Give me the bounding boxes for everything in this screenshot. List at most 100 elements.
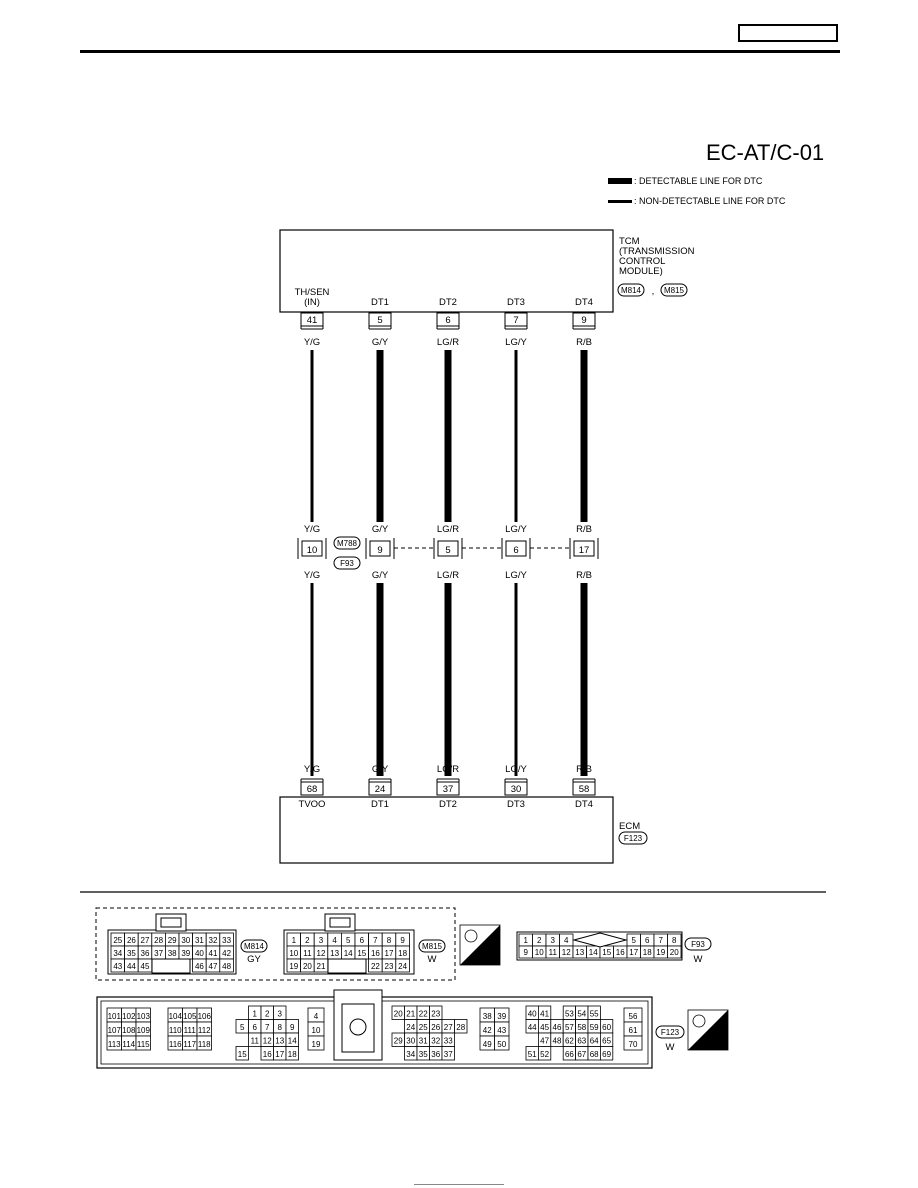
legend-non-detectable: : NON-DETECTABLE LINE FOR DTC: [608, 196, 785, 206]
m814-m815-frame: [95, 907, 456, 981]
f93-connector-label: F93: [691, 940, 705, 949]
f93-pin-cell-number: 5: [632, 936, 637, 945]
m814-pin-cell-number: 46: [195, 962, 204, 971]
f123-pin-cell-number: 7: [265, 1023, 270, 1032]
f123-pin-cell-number: 114: [122, 1040, 135, 1049]
f93-pin-cell-number: 12: [562, 948, 571, 957]
f123-pin-cell-number: 11: [251, 1037, 260, 1046]
m814-pin-cell-number: 40: [195, 949, 204, 958]
ecm-pin-box: [504, 781, 528, 796]
f93-pin-cell-number: 15: [602, 948, 611, 957]
f123-pin-cell-number: 21: [406, 1010, 415, 1019]
ecm-pin-number: 58: [579, 784, 590, 795]
ecm-pin-box: [572, 781, 596, 796]
f123-pin-cell-number: 106: [198, 1012, 212, 1021]
junction-pin-box: [573, 540, 595, 557]
tcm-pin: 7: [504, 312, 528, 330]
ecm-pin-label: DT3: [507, 799, 525, 810]
f93-pin-cell-number: 9: [524, 948, 529, 957]
f123-pin-cell-number: 57: [565, 1023, 574, 1032]
m814-color: GY: [247, 954, 261, 965]
f93-pin-cell-number: 18: [643, 948, 652, 957]
f93-pin-cell-number: 14: [589, 948, 598, 957]
m814-pin-cell-number: 29: [168, 936, 177, 945]
f93-pin-cell-number: 19: [656, 948, 665, 957]
m814-pin-cell-number: 37: [154, 949, 163, 958]
f123-pin-cell-number: 48: [553, 1037, 562, 1046]
f123-pin-cell-number: 62: [565, 1037, 574, 1046]
f123-pin-cell-number: 32: [431, 1037, 440, 1046]
tcm-pin: 41: [300, 312, 324, 330]
ecm-pin-label: DT2: [439, 799, 457, 810]
f123-pin-cell-number: 20: [394, 1010, 403, 1019]
f123-pin-cell-number: 108: [122, 1026, 136, 1035]
f123-pin-cell: [623, 1035, 643, 1051]
f123-pin-cell-number: 38: [483, 1012, 492, 1021]
f123-pin-cell-number: 53: [565, 1010, 574, 1019]
tcm-pin: 6: [436, 312, 460, 330]
tcm-pin-number: 9: [581, 315, 586, 326]
f123-pin-cell: [196, 1035, 212, 1051]
junction-pin-number: 9: [377, 545, 382, 556]
wire-color-label: Y/G: [304, 337, 320, 348]
tcm-pin-box: [572, 312, 596, 327]
f123-pin-cell-number: 43: [497, 1026, 506, 1035]
m815-pin-cell-number: 6: [360, 936, 365, 945]
f123-pin-cell-number: 105: [183, 1012, 197, 1021]
f123-pin-cell-number: 69: [602, 1050, 611, 1059]
hs-badge-f123-text: H.S.: [706, 1038, 724, 1049]
m815-pin-cell-number: 21: [317, 962, 326, 971]
f123-pin-cell: [441, 1046, 455, 1061]
f93-pin-cell-number: 13: [575, 948, 584, 957]
hs-badge-m814-frame: [459, 924, 501, 966]
m814-pin-cell-number: 28: [154, 936, 163, 945]
tcm-label-line: CONTROL: [619, 256, 665, 267]
m814-pin-cell-number: 25: [113, 936, 122, 945]
ecm-pin: 58: [572, 778, 596, 796]
f123-pin-cell-number: 35: [419, 1050, 428, 1059]
f123-pin-cell-number: 17: [275, 1050, 284, 1059]
m814-pin-cell-number: 34: [113, 949, 122, 958]
f123-pin-cell-number: 61: [629, 1026, 638, 1035]
f123-connector: F123: [655, 1025, 685, 1039]
legend-detectable: : DETECTABLE LINE FOR DTC: [608, 176, 762, 186]
f123-pin-cell-number: 111: [184, 1026, 197, 1035]
f123-pin-cell-number: 4: [314, 1012, 319, 1021]
f123-pin-cell-number: 117: [183, 1040, 196, 1049]
f123-pin-cell-number: 25: [419, 1023, 428, 1032]
f123-pin-cell-number: 31: [419, 1037, 428, 1046]
m814-pin-cell-number: 42: [222, 949, 231, 958]
f93-pin-cell-number: 3: [551, 936, 556, 945]
m814-pin-cell-number: 38: [168, 949, 177, 958]
legend-non-detectable-text: : NON-DETECTABLE LINE FOR DTC: [634, 196, 786, 206]
ecm-pin: 37: [436, 778, 460, 796]
m814-pin-cell-number: 30: [181, 936, 190, 945]
f123-pin-cell-number: 110: [169, 1026, 182, 1035]
junction-connector-top: M788: [333, 536, 361, 550]
footer-rule: [414, 1184, 504, 1185]
junction-pin-box: [369, 540, 391, 557]
hand-icon: [692, 1014, 706, 1028]
junction-pin: 6: [501, 538, 531, 559]
f123-pin-cell-number: 30: [406, 1037, 415, 1046]
junction-pin: 17: [569, 538, 599, 559]
hs-badge-f123-fill: [688, 1010, 728, 1050]
f123-pin-cell-number: 34: [406, 1050, 415, 1059]
m814-pin-cell-number: 26: [127, 936, 136, 945]
wire-color-label: R/B: [576, 524, 592, 535]
f123-pin-cell-number: 33: [444, 1037, 453, 1046]
f93-pin-cell-number: 20: [670, 948, 679, 957]
f123-pin-cell-number: 29: [394, 1037, 403, 1046]
f123-pin-cell-number: 19: [312, 1040, 321, 1049]
m815-connector: M815: [418, 939, 446, 953]
f123-pin-cell-number: 58: [577, 1023, 586, 1032]
f123-pin-cell-number: 22: [419, 1010, 428, 1019]
hs-badge-m814-text: H.S.: [478, 953, 496, 964]
m815-pin-cell-number: 12: [317, 949, 326, 958]
tcm-pin-label: TH/SEN: [295, 287, 330, 298]
junction-pin: 9: [365, 538, 395, 559]
tcm-pin-label: DT1: [371, 297, 389, 308]
junction-connector-bottom-label: F93: [340, 559, 354, 568]
f123-pin-cell-number: 63: [577, 1037, 586, 1046]
